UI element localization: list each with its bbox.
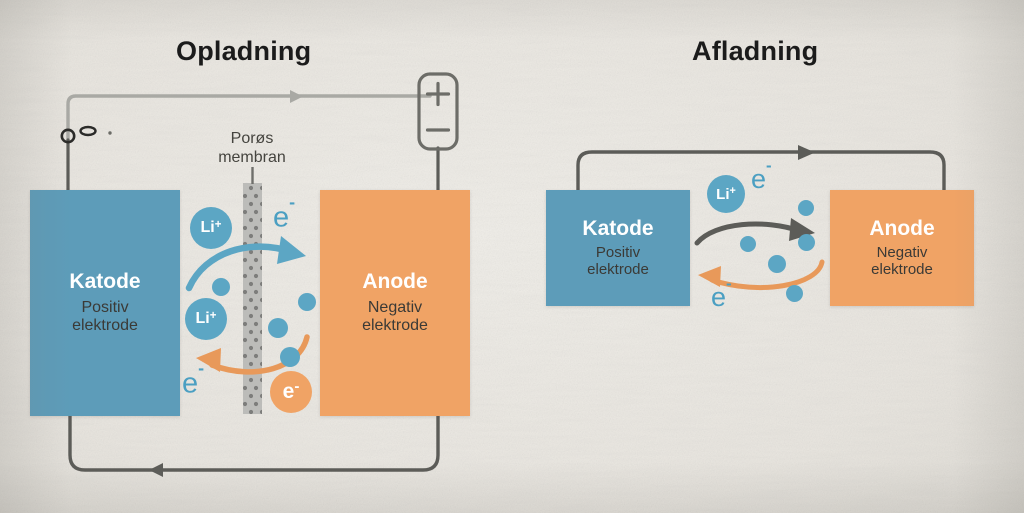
ion-li-2-label: Li (195, 310, 210, 327)
terminal-node-secondary-icon (79, 125, 97, 137)
electrode-cathode-discharging[interactable]: Katode Positiv elektrode (546, 190, 690, 306)
membrane-label-line2: membran (218, 149, 286, 167)
cathode-polarity-1: Positiv (81, 298, 129, 316)
cathode-polarity-1: Positiv (595, 243, 641, 261)
ion-li-1-discharging: Li+ (707, 175, 745, 213)
electrode-cathode-charging[interactable]: Katode Positiv elektrode (30, 190, 180, 416)
cathode-name: Katode (69, 269, 141, 293)
battery-body (417, 72, 459, 151)
wire-bottom-charging (68, 413, 440, 472)
arrowhead-top-discharging (798, 145, 815, 160)
arrowhead-ion-top-discharging (789, 218, 815, 241)
electron-label-bottom-discharging: e- (711, 274, 732, 313)
membrane-pores (243, 183, 262, 414)
electron-dot (786, 285, 803, 302)
cathode-name: Katode (582, 216, 654, 240)
cathode-polarity-2: elektrode (72, 317, 138, 335)
electrode-anode-charging[interactable]: Anode Negativ elektrode (320, 190, 470, 416)
arrow-electron-bottom-charging (209, 334, 310, 375)
electron-circle-orange-charging: e- (270, 371, 312, 413)
electron-label-text: e (182, 367, 199, 400)
arrowhead-electron-bottom-discharging (698, 266, 721, 287)
arrowhead-top-charging (290, 90, 303, 103)
electron-dot (298, 293, 316, 311)
electron-label-charge: - (289, 192, 296, 213)
anode-polarity-2: elektrode (362, 317, 428, 335)
anode-polarity-2: elektrode (871, 261, 933, 279)
membrane-label: Porøs membran (196, 129, 308, 167)
anode-name: Anode (869, 216, 935, 240)
electron-dot (768, 255, 786, 273)
electron-dot (740, 236, 756, 252)
arrowhead-bottom-charging (149, 463, 163, 477)
electron-dot (268, 318, 288, 338)
electron-label-text: e (273, 201, 290, 234)
anode-polarity-1: Negativ (876, 243, 928, 261)
arrowhead-electron-bottom-charging (196, 348, 221, 372)
wire-top-charging (66, 94, 432, 142)
electron-dot (212, 278, 230, 296)
anode-polarity-1: Negativ (367, 298, 423, 316)
electron-label-cathode-charging: e- (182, 358, 204, 401)
electrode-anode-discharging[interactable]: Anode Negativ elektrode (830, 190, 974, 306)
terminal-node-icon (60, 128, 76, 144)
panel-title-discharging: Afladning (692, 36, 819, 66)
arrowhead-li-top-charging (277, 236, 306, 264)
electron-circle-text: e (282, 380, 295, 403)
electron-label-charge: - (766, 155, 772, 175)
electron-dot (798, 234, 815, 251)
ion-li-2-charging: Li+ (185, 298, 227, 340)
membrane-label-line1: Porøs (230, 130, 274, 147)
arrow-li-top-charging (185, 243, 296, 292)
electron-label-text: e (711, 282, 727, 312)
electron-label-charge: - (726, 273, 732, 293)
anode-name: Anode (362, 269, 428, 293)
panel-title-charging: Opladning (176, 36, 312, 66)
electron-label-top-discharging: e- (751, 156, 772, 195)
terminal-dot-icon (108, 131, 112, 135)
electron-dot (280, 347, 300, 367)
wire-top-discharging (576, 150, 946, 192)
cathode-polarity-2: elektrode (587, 261, 649, 279)
ion-li-1-label: Li (200, 219, 215, 236)
electron-label-anode-charging: e- (273, 192, 295, 235)
electron-label-charge: - (198, 358, 205, 379)
electron-label-text: e (751, 164, 767, 194)
arrow-electron-bottom-discharging (709, 259, 825, 291)
electron-dot (798, 200, 814, 216)
ion-li-1-label: Li (716, 185, 730, 203)
ion-li-1-charging: Li+ (190, 207, 232, 249)
arrow-ion-top-discharging (694, 221, 803, 246)
